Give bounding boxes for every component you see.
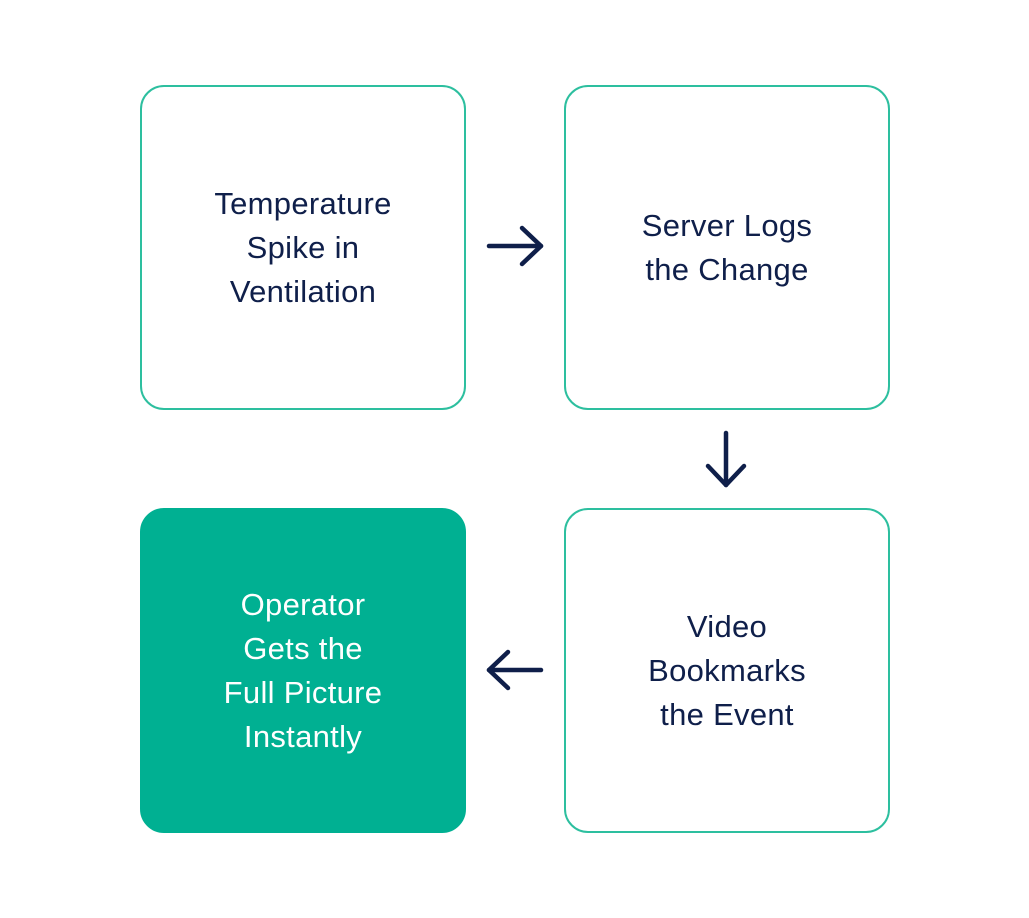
- step-label-line: the Event: [660, 696, 794, 732]
- step-label: Server Logs the Change: [642, 204, 812, 292]
- step-label-line: Server Logs: [641, 207, 813, 243]
- step-label: Operator Gets the Full Picture Instantly: [224, 583, 383, 759]
- step-label-line: the Change: [645, 251, 809, 287]
- step-temperature-spike: Temperature Spike in Ventilation: [140, 85, 466, 410]
- step-label-line: Instantly: [243, 718, 363, 754]
- step-video-bookmarks: Video Bookmarks the Event: [564, 508, 890, 833]
- step-label-line: Ventilation: [229, 273, 377, 309]
- step-operator-full-picture: Operator Gets the Full Picture Instantly: [140, 508, 466, 833]
- step-label-line: Spike in: [246, 229, 360, 265]
- step-label-line: Temperature: [214, 185, 392, 221]
- step-label-line: Full Picture: [223, 674, 383, 710]
- step-label-line: Operator: [240, 586, 366, 622]
- arrow-left-icon: [486, 649, 544, 691]
- step-label: Video Bookmarks the Event: [648, 605, 806, 737]
- arrow-down-icon: [705, 430, 747, 488]
- step-label-line: Gets the: [243, 630, 363, 666]
- step-label-line: Bookmarks: [648, 652, 806, 688]
- arrow-right-icon: [486, 225, 544, 267]
- step-server-logs: Server Logs the Change: [564, 85, 890, 410]
- step-label: Temperature Spike in Ventilation: [214, 182, 391, 314]
- step-label-line: Video: [686, 608, 768, 644]
